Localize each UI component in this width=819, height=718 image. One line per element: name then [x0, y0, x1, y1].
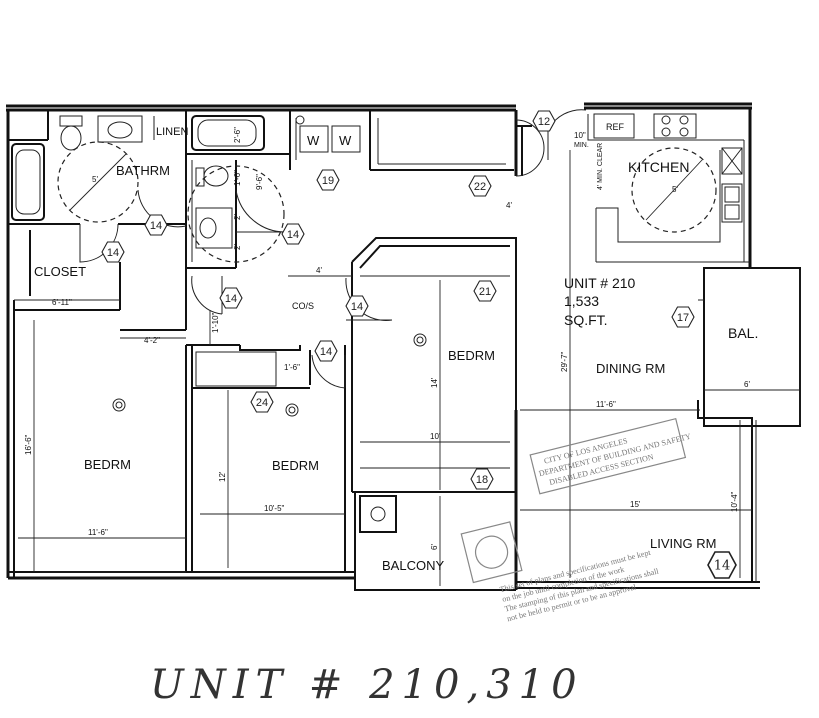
dim-bath-d: 2'	[233, 214, 242, 220]
detail-tags: 14 14 14 14 14 14 19 22	[101, 110, 737, 579]
svg-text:14: 14	[225, 293, 237, 305]
dim-bath-circle: 5'	[92, 175, 98, 184]
tag-24: 24	[250, 391, 274, 413]
dim-hall-width: 4'-2"	[144, 336, 160, 345]
unit-number: UNIT # 210	[564, 275, 636, 291]
dim-bath-e: 2'	[233, 244, 242, 250]
tag-21: 21	[473, 280, 497, 302]
dim-living-width: 15'	[630, 500, 641, 509]
svg-text:14: 14	[287, 229, 299, 241]
interior-walls	[8, 110, 801, 573]
dim-bedroom-mid-height: 12'	[218, 471, 227, 482]
dim-bath-b: 9'-6"	[255, 174, 264, 190]
svg-text:14: 14	[107, 247, 119, 259]
dim-bath-a: 2'-6"	[233, 127, 242, 143]
fixtures	[11, 113, 743, 522]
appliance-labels: W W REF	[307, 122, 625, 148]
room-label-bathroom: BATHRM	[116, 163, 170, 178]
room-label-bedroom-right: BEDRM	[448, 348, 495, 363]
svg-text:17: 17	[677, 312, 689, 324]
room-label-linen: LINEN	[156, 126, 188, 138]
tag-14-hall: 14	[219, 287, 243, 309]
unit-info: UNIT # 210 1,533 SQ.FT.	[564, 275, 636, 328]
dim-entry-four: 4'	[506, 201, 512, 210]
turning-circles	[57, 141, 717, 263]
room-label-balcony-bottom: BALCONY	[382, 558, 444, 573]
tag-14-handwritten: 14	[707, 551, 737, 579]
dim-balcony-bottom-depth: 6'	[430, 544, 439, 550]
dim-bedroom-right-width: 10'	[430, 432, 441, 441]
svg-text:12: 12	[538, 116, 550, 128]
dim-living-height: 10'-4"	[730, 491, 739, 512]
dryer-label: W	[339, 133, 352, 148]
svg-text:14: 14	[351, 301, 363, 313]
tag-14-bed-mid: 14	[314, 340, 338, 362]
svg-text:21: 21	[479, 286, 491, 298]
dim-kitchen-circle: 5'	[672, 185, 678, 194]
tag-19: 19	[316, 169, 340, 191]
dim-balcony-right-width: 6'	[744, 380, 750, 389]
refrigerator-label: REF	[606, 122, 625, 132]
dim-dining-width: 11'-6"	[596, 400, 616, 409]
room-label-dining: DINING RM	[596, 361, 665, 376]
svg-text:14: 14	[150, 220, 162, 232]
plan-caption: UNIT # 210,310	[150, 662, 584, 708]
dim-bedroom-left-height: 16'-6"	[24, 434, 33, 455]
svg-text:24: 24	[256, 397, 268, 409]
tag-14-bath2: 14	[281, 223, 305, 245]
svg-text:22: 22	[474, 181, 486, 193]
washer-label: W	[307, 133, 320, 148]
svg-text:18: 18	[476, 474, 488, 486]
tag-12: 12	[532, 110, 556, 132]
tag-14-bath: 14	[144, 214, 168, 236]
dim-hall-four: 4'	[316, 266, 322, 275]
dim-dining-height: 29'-7"	[560, 351, 569, 372]
room-labels: BATHRM LINEN CLOSET KITCHEN BEDRM BEDRM …	[34, 126, 758, 573]
dimension-labels: 6'-11" 11'-6" 16'-6" 4'-2" 1'-10" 10'-5"…	[24, 127, 750, 550]
dim-kitchen-min: MIN.	[574, 142, 589, 149]
dim-kitchen-clear: 4' MIN. CLEAR	[597, 143, 604, 190]
tag-17: 17	[671, 306, 695, 328]
dim-bedroom-left-width: 11'-6"	[88, 528, 108, 537]
dim-kitchen-top: 10"	[574, 131, 586, 140]
dim-closet-width: 6'-11"	[52, 298, 72, 307]
room-label-bedroom-middle: BEDRM	[272, 458, 319, 473]
room-label-living: LIVING RM	[650, 536, 716, 551]
dim-closet-small: 1'-6"	[284, 363, 300, 372]
unit-area-units: SQ.FT.	[564, 312, 608, 328]
tag-18: 18	[470, 468, 494, 490]
room-label-closet: CLOSET	[34, 264, 86, 279]
svg-text:14: 14	[714, 559, 731, 574]
svg-text:19: 19	[322, 175, 334, 187]
tag-14-coat: 14	[345, 295, 369, 317]
unit-area: 1,533	[564, 293, 599, 309]
dim-bedroom-mid-width: 10'-5"	[264, 504, 285, 513]
room-label-balcony-right: BAL.	[728, 325, 758, 341]
approval-stamp: CITY OF LOS ANGELES DEPARTMENT OF BUILDI…	[460, 417, 692, 623]
dimension-lines	[18, 150, 800, 586]
dim-bath-c: 1'-6"	[233, 170, 242, 186]
dim-bedroom-right-height: 14'	[430, 377, 439, 388]
room-label-kitchen: KITCHEN	[628, 159, 689, 175]
room-label-coat-closet: CO/S	[292, 301, 314, 311]
dim-hall-short: 1'-10"	[211, 312, 220, 333]
svg-text:14: 14	[320, 346, 332, 358]
tag-14-closet: 14	[101, 241, 125, 263]
room-label-bedroom-left: BEDRM	[84, 457, 131, 472]
tag-22: 22	[468, 175, 492, 197]
